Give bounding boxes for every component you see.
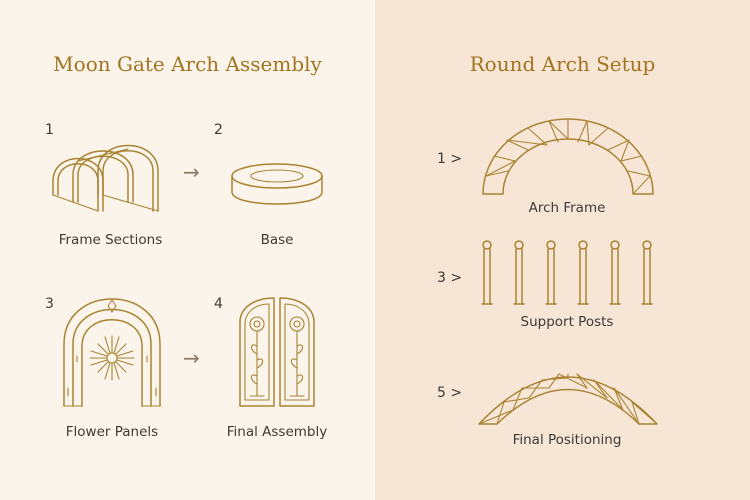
- round-arch-title: Round Arch Setup: [469, 52, 656, 76]
- frame-sections-illustration: [50, 135, 165, 215]
- flower-panels-label: Flower Panels: [65, 424, 159, 440]
- step-4-number: 4: [214, 296, 223, 312]
- support-posts-illustration: [481, 240, 653, 306]
- moon-gate-panel: Moon Gate Arch Assembly 1 Frame Sections…: [0, 0, 375, 500]
- step-5-marker: 5 >: [437, 385, 463, 401]
- flower-icon: [90, 336, 134, 380]
- final-assembly-label: Final Assembly: [226, 424, 328, 440]
- step-3-marker: 3 >: [437, 270, 463, 286]
- final-positioning-illustration: [479, 350, 657, 426]
- step-2-number: 2: [214, 122, 223, 138]
- round-arch-panel: Round Arch Setup 1 > Arch Frame 3 > Supp…: [375, 0, 750, 500]
- final-positioning-label: Final Positioning: [512, 432, 622, 448]
- step-1-marker: 1 >: [437, 151, 463, 167]
- flower-panels-illustration: [62, 296, 162, 408]
- rose-icon-2: [290, 317, 304, 396]
- arch-frame-label: Arch Frame: [528, 200, 606, 216]
- arch-frame-illustration: [483, 116, 653, 196]
- step-1-number: 1: [45, 122, 54, 138]
- step-3-number: 3: [45, 296, 54, 312]
- rose-icon: [250, 317, 264, 396]
- final-assembly-illustration: [238, 296, 316, 408]
- base-label: Base: [260, 232, 294, 248]
- arrow-right-icon: →: [183, 160, 200, 184]
- support-posts-label: Support Posts: [520, 314, 614, 330]
- frame-sections-label: Frame Sections: [58, 232, 163, 248]
- base-illustration: [230, 162, 325, 207]
- moon-gate-title: Moon Gate Arch Assembly: [53, 52, 322, 76]
- arrow-right-icon-2: →: [183, 346, 200, 370]
